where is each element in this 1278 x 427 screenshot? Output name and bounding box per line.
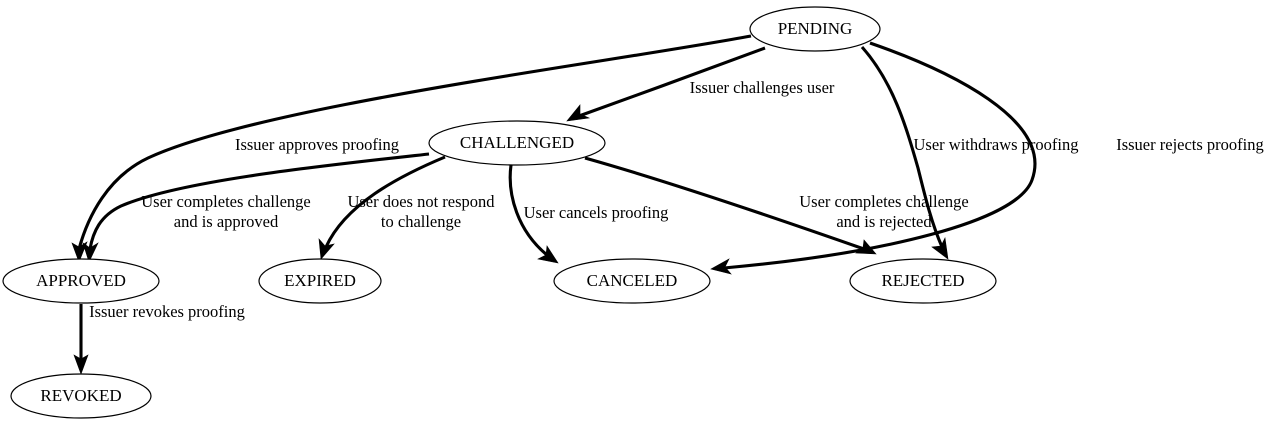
edge-label-user-does-not-respond: User does not respond to challenge [347,192,495,231]
edge-label-user-completes-challenge-rejected: User completes challenge and is rejected [799,192,969,231]
edge-pending-canceled-arrowhead [710,258,732,275]
edge-pending-canceled [710,41,1037,275]
node-rejected[interactable]: REJECTED [849,258,997,304]
edge-challenged-approved-arrowhead [82,242,99,263]
edge-pending-challenged [566,46,766,122]
edge-label-issuer-revokes-proofing: Issuer revokes proofing [89,302,245,321]
edge-approved-revoked [73,304,89,375]
edge-pending-approved-path [77,34,752,250]
node-revoked-ellipse[interactable] [10,373,152,419]
edge-pending-approved [71,34,752,263]
edge-challenged-rejected-arrowhead [855,239,877,255]
node-canceled-ellipse[interactable] [553,258,711,304]
edge-label-line-1: User does not respond [347,192,495,211]
edge-pending-challenged-path [578,46,766,118]
edge-challenged-expired [318,155,446,260]
edge-challenged-approved [82,152,430,263]
node-pending-label: PENDING [778,19,853,38]
edge-challenged-canceled-path [508,164,548,257]
edge-challenged-expired-arrowhead [318,238,335,260]
edge-label-user-cancels-proofing: User cancels proofing [524,203,669,222]
node-expired-ellipse[interactable] [258,258,382,304]
edge-challenged-expired-path [324,155,446,248]
node-approved[interactable]: APPROVED [2,258,160,304]
edge-label-line-2: and is rejected [836,212,932,231]
node-revoked-label: REVOKED [40,386,121,405]
node-approved-label: APPROVED [36,271,126,290]
edge-label-issuer-approves-proofing: Issuer approves proofing [235,135,399,154]
node-canceled-label: CANCELED [587,271,678,290]
edge-label-issuer-rejects-proofing: Issuer rejects proofing [1116,135,1264,154]
edge-challenged-canceled [508,164,559,264]
edge-challenged-canceled-arrowhead [537,245,559,264]
node-expired-label: EXPIRED [284,271,356,290]
edge-pending-challenged-arrowhead [566,104,591,122]
node-approved-ellipse[interactable] [2,258,160,304]
node-expired[interactable]: EXPIRED [258,258,382,304]
edge-label-line-1: User completes challenge [799,192,969,211]
edge-challenged-rejected [584,156,877,255]
edge-label-user-withdraws-proofing: User withdraws proofing [914,135,1079,154]
edge-pending-rejected [860,45,949,260]
node-challenged[interactable]: CHALLENGED [428,120,606,166]
edge-label-line-1: User completes challenge [141,192,311,211]
edge-approved-revoked-arrowhead [73,354,89,375]
edge-challenged-approved-path [88,152,430,250]
node-challenged-label: CHALLENGED [460,133,574,152]
edge-pending-approved-arrowhead [71,241,88,263]
node-revoked[interactable]: REVOKED [10,373,152,419]
node-rejected-label: REJECTED [881,271,964,290]
edge-label-line-2: to challenge [381,212,461,231]
node-canceled[interactable]: CANCELED [553,258,711,304]
edge-label-issuer-challenges-user: Issuer challenges user [690,78,835,97]
edge-challenged-rejected-path [584,156,865,251]
node-pending-ellipse[interactable] [749,6,881,52]
edge-label-user-completes-challenge-approved: User completes challenge and is approved [141,192,311,231]
node-rejected-ellipse[interactable] [849,258,997,304]
node-pending[interactable]: PENDING [749,6,881,52]
node-challenged-ellipse[interactable] [428,120,606,166]
edge-pending-rejected-arrowhead [931,237,949,260]
edge-pending-canceled-path [723,41,1037,270]
edge-pending-rejected-path [860,45,944,248]
edge-label-line-2: and is approved [174,212,279,231]
